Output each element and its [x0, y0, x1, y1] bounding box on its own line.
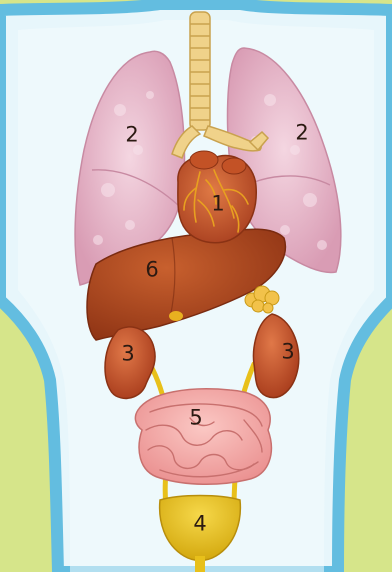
label-kidney-left: 3 — [121, 344, 134, 365]
label-lung-left: 2 — [125, 125, 138, 146]
intestines — [135, 389, 271, 484]
label-lung-right: 2 — [295, 123, 308, 144]
label-bladder: 4 — [193, 514, 206, 535]
label-liver: 6 — [145, 260, 158, 281]
label-heart: 1 — [211, 194, 224, 215]
label-kidney-right: 3 — [281, 342, 294, 363]
gallbladder — [169, 311, 183, 321]
trachea — [190, 12, 210, 130]
urethra — [195, 556, 205, 572]
label-intestines: 5 — [189, 408, 202, 429]
